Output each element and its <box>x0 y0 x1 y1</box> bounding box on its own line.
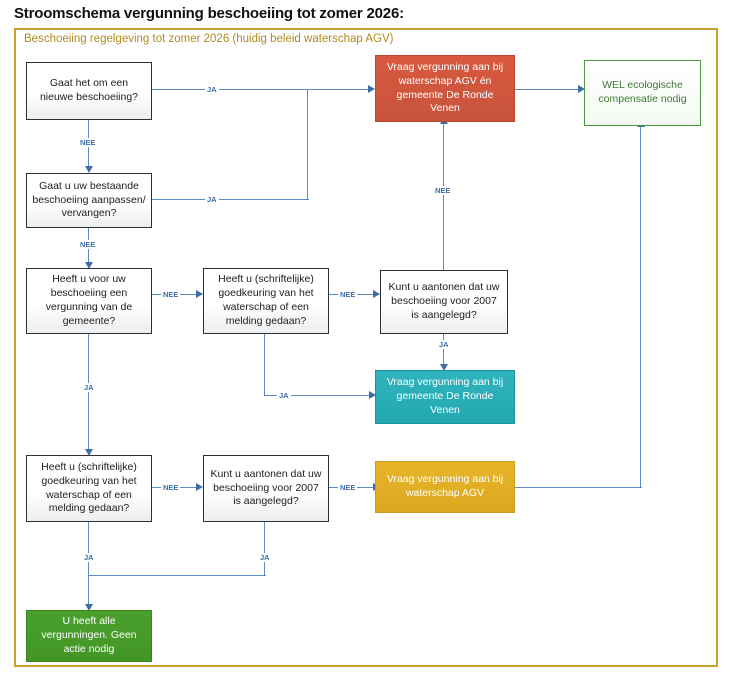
node-q7[interactable]: Kunt u aantonen dat uw beschoeiing voor … <box>203 455 329 522</box>
node-terminal-red[interactable]: Vraag vergunning aan bij waterschap AGV … <box>375 55 515 122</box>
edge-q2-r1-h <box>152 199 309 201</box>
node-q6[interactable]: Heeft u (schriftelijke) goedkeuring van … <box>26 455 152 522</box>
node-terminal-done-label: U heeft alle vergunningen. Geen actie no… <box>41 615 137 655</box>
edge-label-q4-nee: NEE <box>338 290 358 299</box>
edge-q7-g2-h <box>88 575 266 577</box>
edge-q6-g2-v <box>88 522 90 606</box>
edge-q5-r1-v <box>443 122 445 270</box>
node-terminal-ecological-label: WEL ecologische compensatie nodig <box>598 79 687 105</box>
node-q5-label: Kunt u aantonen dat uw beschoeiing voor … <box>388 281 500 321</box>
node-q5[interactable]: Kunt u aantonen dat uw beschoeiing voor … <box>380 270 508 334</box>
panel-caption: Beschoeiing regelgeving tot zomer 2026 (… <box>24 33 394 45</box>
edge-q4-q5-arrow <box>373 290 380 298</box>
edge-y1-g1-v <box>640 126 642 488</box>
edge-label-q2-nee: NEE <box>78 240 98 249</box>
node-q1[interactable]: Gaat het om een nieuwe beschoeiing? <box>26 62 152 120</box>
edge-q2-q3-arrow <box>84 262 93 269</box>
edge-label-q1-ja: JA <box>205 85 219 94</box>
node-q2-label: Gaat u uw bestaande beschoeiing aanpasse… <box>32 179 146 220</box>
node-q1-label: Gaat het om een nieuwe beschoeiing? <box>39 77 139 103</box>
edge-q3-q6-arrow <box>84 449 93 456</box>
node-q4[interactable]: Heeft u (schriftelijke) goedkeuring van … <box>203 268 329 334</box>
edge-label-q6-nee: NEE <box>161 483 181 492</box>
node-terminal-gold-label: Vraag vergunning aan bij waterschap AGV <box>386 473 504 499</box>
edge-q3-q6-v <box>88 334 90 451</box>
edge-q5-t1-v <box>443 334 445 368</box>
edge-label-q1-nee: NEE <box>78 138 98 147</box>
edge-label-q3-ja: JA <box>82 383 96 392</box>
edge-r1-g1-arrow <box>578 85 585 93</box>
node-q4-label: Heeft u (schriftelijke) goedkeuring van … <box>218 273 314 327</box>
diagram-panel <box>14 28 718 667</box>
edge-r1-g1-h <box>515 89 583 91</box>
edge-q6-q7-arrow <box>196 483 203 491</box>
node-terminal-ecological[interactable]: WEL ecologische compensatie nodig <box>584 60 701 126</box>
node-q2[interactable]: Gaat u uw bestaande beschoeiing aanpasse… <box>26 173 152 228</box>
node-q7-label: Kunt u aantonen dat uw beschoeiing voor … <box>210 467 322 508</box>
node-terminal-gold[interactable]: Vraag vergunning aan bij waterschap AGV <box>375 461 515 513</box>
node-terminal-done[interactable]: U heeft alle vergunningen. Geen actie no… <box>26 610 152 662</box>
edge-q1-r1-h <box>152 89 373 91</box>
edge-q4-t1-h <box>264 395 374 397</box>
edge-q7-g2-v <box>264 522 266 576</box>
edge-label-q3-nee: NEE <box>161 290 181 299</box>
edge-q2-r1-v <box>307 89 309 200</box>
edge-q4-t1-arrow <box>369 391 376 399</box>
edge-q3-q4-arrow <box>196 290 203 298</box>
edge-y1-g1-h <box>515 487 642 489</box>
edge-q1-r1-arrow <box>368 85 375 93</box>
edge-label-q2-ja: JA <box>205 195 219 204</box>
node-terminal-teal[interactable]: Vraag vergunning aan bij gemeente De Ron… <box>375 370 515 424</box>
node-q6-label: Heeft u (schriftelijke) goedkeuring van … <box>41 460 137 515</box>
edge-label-q6-ja: JA <box>82 553 96 562</box>
node-terminal-red-label: Vraag vergunning aan bij waterschap AGV … <box>386 60 504 115</box>
edge-q6-g2-arrow <box>84 604 93 611</box>
edge-label-q4-ja: JA <box>277 391 291 400</box>
edge-label-q7-nee: NEE <box>338 483 358 492</box>
node-terminal-teal-label: Vraag vergunning aan bij gemeente De Ron… <box>386 376 504 416</box>
edge-label-q5-nee: NEE <box>433 186 453 195</box>
edge-q4-t1-v <box>264 334 266 396</box>
node-q3[interactable]: Heeft u voor uw beschoeiing een vergunni… <box>26 268 152 334</box>
edge-q1-q2-arrow <box>84 166 93 173</box>
edge-label-q5-ja: JA <box>437 340 451 349</box>
edge-q5-t1-arrow <box>439 364 448 371</box>
page-title: Stroomschema vergunning beschoeiing tot … <box>14 5 404 22</box>
edge-label-q7-ja: JA <box>258 553 272 562</box>
node-q3-label: Heeft u voor uw beschoeiing een vergunni… <box>45 273 133 327</box>
